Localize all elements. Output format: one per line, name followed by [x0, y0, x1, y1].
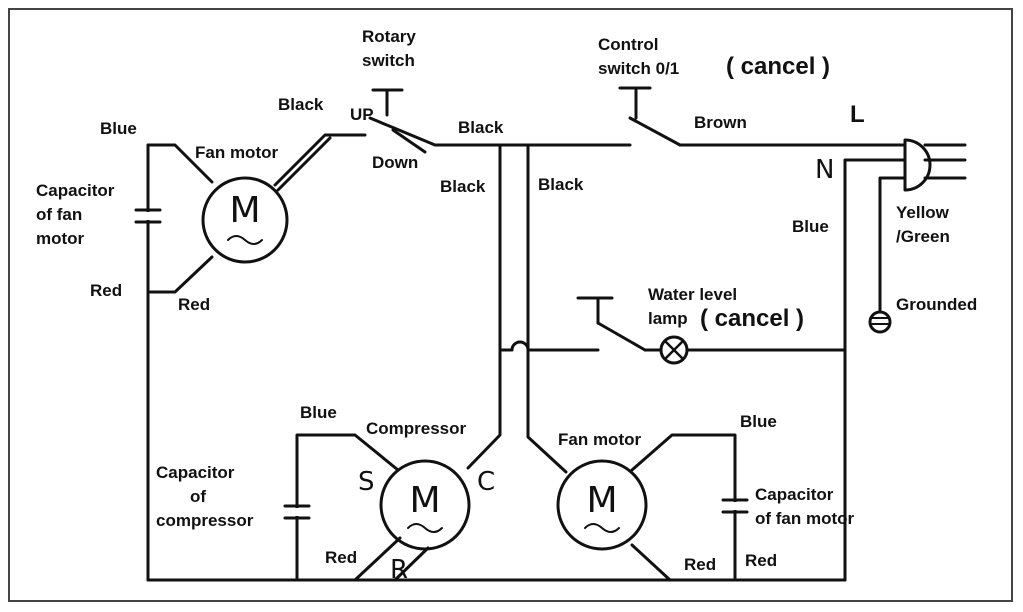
label-brown: Brown	[694, 113, 747, 132]
label-capacitor-fan-2a: Capacitor	[755, 485, 834, 504]
black-wire-compressor	[466, 143, 502, 470]
wires	[134, 86, 907, 582]
fan1-blue-wire	[146, 143, 214, 184]
label-rotary: Rotary	[362, 27, 416, 46]
label-blue-2: Blue	[792, 217, 829, 236]
label-compressor: Compressor	[366, 419, 467, 438]
label-black-4: Black	[538, 175, 584, 194]
compressor-r-wire-2	[393, 546, 430, 582]
motor-m-symbol: M	[229, 190, 260, 231]
label-capacitor-fan-1b: of fan	[36, 205, 82, 224]
control-switch-blade	[628, 116, 682, 147]
label-control: Control	[598, 35, 658, 54]
label-fan-motor-2: Fan motor	[558, 430, 641, 449]
label-switch: switch	[362, 51, 415, 70]
water-level-lamp-icon	[659, 335, 689, 365]
ground-wire	[878, 176, 907, 314]
label-cap-comp-3: compressor	[156, 511, 254, 530]
label-lamp: lamp	[648, 309, 688, 328]
label-live: L	[850, 101, 865, 128]
label-green: /Green	[896, 227, 950, 246]
label-cancel-control: ( cancel )	[726, 53, 830, 80]
lamp-switch-blade	[596, 321, 647, 352]
rotary-down-lead	[391, 128, 427, 154]
label-down: Down	[372, 153, 418, 172]
label-cancel-lamp: ( cancel )	[700, 305, 804, 332]
label-capacitor-fan-1a: Capacitor	[36, 181, 115, 200]
plug-icon	[903, 138, 967, 192]
fan1-black-wire-2	[276, 136, 332, 192]
label-cap-comp-2: of	[190, 487, 206, 506]
compressor-motor: M	[379, 459, 471, 551]
label-blue-4: Blue	[740, 412, 777, 431]
label-blue-1: Blue	[100, 119, 137, 138]
fan1-red-wire	[146, 255, 214, 294]
label-black-3: Black	[440, 177, 486, 196]
label-grounded: Grounded	[896, 295, 977, 314]
label-fan-motor-1: Fan motor	[195, 143, 278, 162]
labels: Rotary switch Control switch 0/1 ( cance…	[36, 27, 977, 585]
label-control-switch: switch 0/1	[598, 59, 679, 78]
black-wire-fan2	[526, 143, 568, 474]
label-black-2: Black	[458, 118, 504, 137]
neutral-rail-wire	[843, 158, 907, 582]
label-red-5: Red	[745, 551, 777, 570]
label-red-4: Red	[684, 555, 716, 574]
fan2-red-wire	[630, 543, 672, 582]
motor-m-symbol: M	[409, 480, 440, 521]
label-red-2: Red	[178, 295, 210, 314]
ground-icon	[868, 310, 892, 334]
lamp-wire-left	[498, 340, 600, 352]
label-pin-r: R	[390, 555, 408, 585]
fan-motor-2: M	[556, 459, 648, 551]
label-capacitor-fan-1c: motor	[36, 229, 85, 248]
fan-motor-1: M	[201, 176, 289, 264]
label-yellow: Yellow	[896, 203, 950, 222]
label-red-3: Red	[325, 548, 357, 567]
label-blue-3: Blue	[300, 403, 337, 422]
label-red-1: Red	[90, 281, 122, 300]
fan1-black-wire	[273, 133, 367, 187]
label-cap-comp-1: Capacitor	[156, 463, 235, 482]
label-up: UP	[350, 105, 374, 124]
label-water-level: Water level	[648, 285, 737, 304]
rotary-switch-blade	[368, 116, 437, 147]
compressor-r-wire	[353, 536, 402, 582]
label-capacitor-fan-2b: of fan motor	[755, 509, 855, 528]
label-black-1: Black	[278, 95, 324, 114]
label-pin-c: C	[477, 467, 495, 497]
motor-m-symbol: M	[586, 480, 617, 521]
label-pin-s: S	[358, 467, 375, 497]
label-neutral: N	[815, 155, 834, 185]
